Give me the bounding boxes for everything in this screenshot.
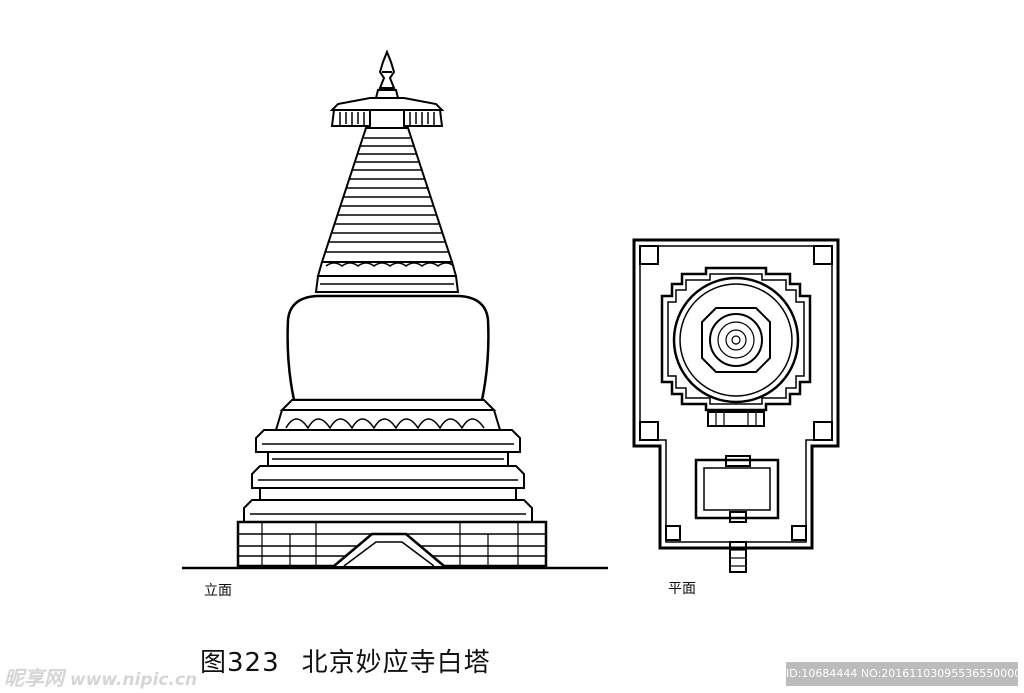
elevation-drawing xyxy=(182,49,608,570)
watermark-url: www.nipic.cn xyxy=(70,670,198,690)
plan-drawing xyxy=(632,238,840,573)
spire-rings xyxy=(325,137,449,253)
watermark-site-name: 昵享网 xyxy=(4,666,64,690)
watermark-logo: 昵享网 www.nipic.cn xyxy=(4,662,197,691)
platform-joints xyxy=(261,522,519,566)
watermark-id: ID:10684444 NO:20161103095536550000 xyxy=(786,662,1018,686)
figure-caption: 图323 北京妙应寺白塔 xyxy=(200,642,491,679)
plan-label: 平面 xyxy=(668,581,696,597)
elevation-label: 立面 xyxy=(204,583,232,599)
figure-title: 北京妙应寺白塔 xyxy=(301,648,491,678)
canopy-fringe xyxy=(339,112,435,126)
figure-number: 图323 xyxy=(200,648,280,678)
